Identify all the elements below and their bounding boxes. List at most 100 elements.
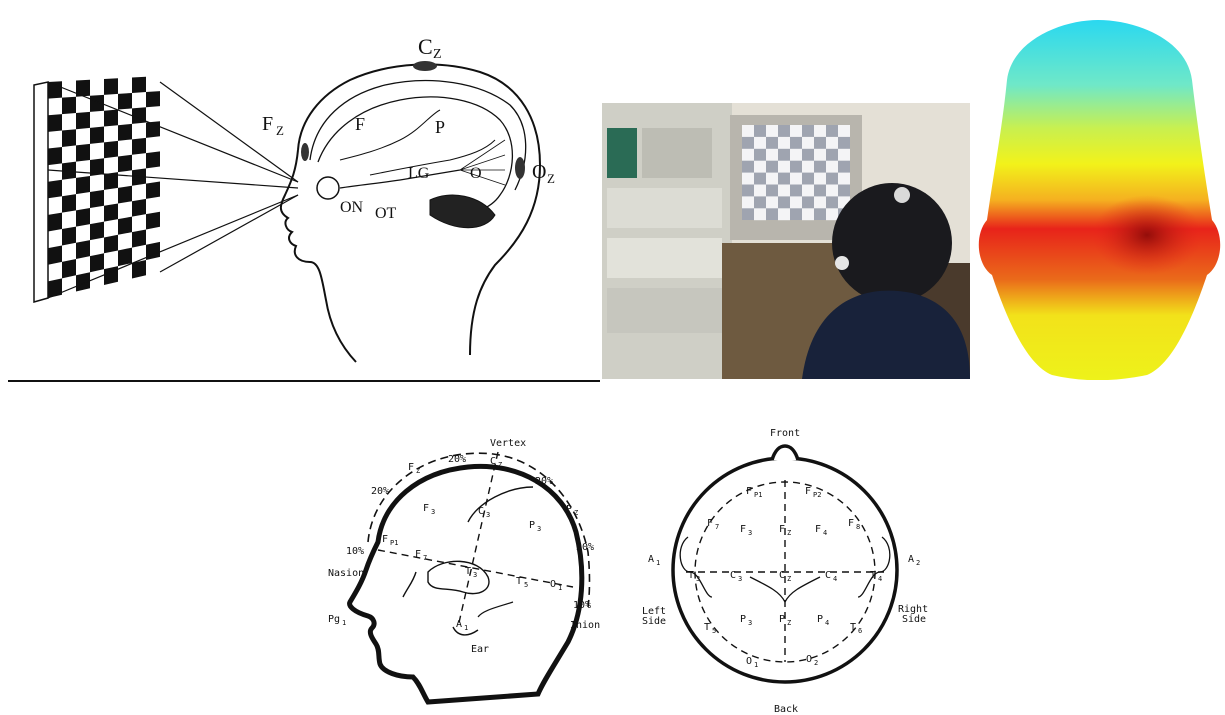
screen-checker-square	[838, 125, 850, 137]
screen-checker-square	[814, 125, 826, 137]
checker-square	[146, 91, 160, 107]
label-fp1-sub: P1	[754, 491, 762, 499]
screen-checker-square	[814, 149, 826, 161]
label-front: Front	[770, 428, 800, 439]
label-fp1: F	[382, 534, 388, 545]
screen-checker-square	[838, 149, 850, 161]
label-c3-sub: 3	[486, 511, 490, 519]
label-parietal: P	[435, 117, 445, 137]
label-t6-sub: 6	[858, 627, 862, 635]
label-cz-sub: Z	[433, 47, 442, 62]
label-c3-sub: 3	[738, 575, 742, 583]
electrode-oz	[515, 157, 525, 179]
screen-checker-square	[826, 185, 838, 197]
screen-checker-square	[754, 185, 766, 197]
screen-checker-square	[802, 208, 814, 220]
label-lg: LG	[408, 165, 430, 182]
label-t3-sub: 3	[696, 575, 700, 583]
checker-square	[118, 248, 132, 267]
checker-square	[104, 266, 118, 285]
screen-checker-square	[790, 196, 802, 208]
label-a1: A	[648, 554, 654, 565]
screen-checker-square	[802, 161, 814, 173]
label-vertex: Vertex	[490, 438, 526, 449]
label-a2-sub: 2	[916, 559, 920, 567]
screen-checker-square	[826, 208, 838, 220]
eeg-10-20-top-view: Front Back Left Side Right Side F P1 F P…	[630, 422, 930, 715]
checker-square	[132, 138, 146, 155]
label-t6: T	[850, 622, 856, 633]
checker-square	[146, 212, 160, 230]
label-frontal: F	[355, 114, 365, 134]
label-t3-sub: 3	[473, 571, 477, 579]
checker-square	[104, 141, 118, 158]
checker-square	[62, 129, 76, 147]
label-pct-right: 20%	[576, 542, 594, 553]
label-c3: C	[730, 570, 736, 581]
label-right-side-2: Side	[902, 614, 926, 625]
label-pz-sub: Z	[574, 509, 578, 517]
label-c4-sub: 4	[833, 575, 837, 583]
screen-checker-square	[814, 173, 826, 185]
checker-square	[118, 186, 132, 204]
label-pct-inion: 10%	[573, 600, 591, 611]
activation-peak	[1092, 195, 1202, 275]
label-f7-sub: 7	[423, 554, 427, 562]
head-profile	[298, 64, 540, 355]
label-t4-sub: 4	[878, 575, 882, 583]
label-o1: O	[550, 579, 556, 590]
screen-checker-square	[790, 173, 802, 185]
label-f4-sub: 4	[823, 529, 827, 537]
screen-checker-square	[766, 196, 778, 208]
label-p3-sub: 3	[537, 525, 541, 533]
checker-square	[118, 217, 132, 235]
screen-checker-square	[742, 173, 754, 185]
label-t5-sub: 5	[524, 581, 528, 589]
label-f7: F	[415, 549, 421, 560]
label-f3-sub: 3	[431, 508, 435, 516]
screen-checker-square	[778, 185, 790, 197]
label-oz-sub: Z	[547, 171, 555, 186]
label-f7-sub: 7	[715, 523, 719, 531]
label-f7: F	[707, 518, 713, 529]
label-left-side-2: Side	[642, 616, 666, 627]
label-t5: T	[516, 576, 522, 587]
checker-square	[90, 253, 104, 272]
checker-square	[48, 180, 62, 199]
vep-lab-photo	[602, 103, 970, 379]
checker-square	[104, 78, 118, 95]
label-o2-sub: 2	[814, 659, 818, 667]
label-ear: Ear	[471, 644, 489, 655]
checker-square	[48, 114, 62, 132]
label-t4: T	[870, 570, 876, 581]
label-on: ON	[340, 199, 364, 216]
screen-checker-square	[826, 161, 838, 173]
heatmap-head-shape	[979, 20, 1220, 380]
checker-square	[76, 208, 90, 227]
screen-checker-square	[826, 137, 838, 149]
label-f3-sub: 3	[748, 529, 752, 537]
checkerboard-stimulus	[48, 77, 160, 298]
label-o1-sub: 1	[558, 584, 562, 592]
label-cz-sub: Z	[787, 575, 791, 583]
label-pct-top-right: 20%	[535, 476, 553, 487]
checker-square	[104, 235, 118, 254]
label-pg1: Pg	[328, 614, 340, 625]
label-back: Back	[774, 704, 798, 715]
screen-checker-square	[754, 208, 766, 220]
label-f4: F	[815, 524, 821, 535]
subject-head	[832, 183, 952, 303]
label-fz-sub: Z	[276, 123, 284, 138]
checker-square	[132, 229, 146, 247]
screen-checker-square	[742, 149, 754, 161]
label-cz: C	[490, 456, 496, 467]
label-t3: T	[688, 570, 694, 581]
label-f3: F	[423, 503, 429, 514]
checker-square	[76, 144, 90, 162]
checker-square	[62, 227, 76, 246]
label-t3: T	[465, 566, 471, 577]
checker-square	[90, 127, 104, 144]
label-cz-sub: Z	[498, 461, 502, 469]
label-pz: P	[566, 504, 572, 515]
checker-square	[76, 240, 90, 259]
